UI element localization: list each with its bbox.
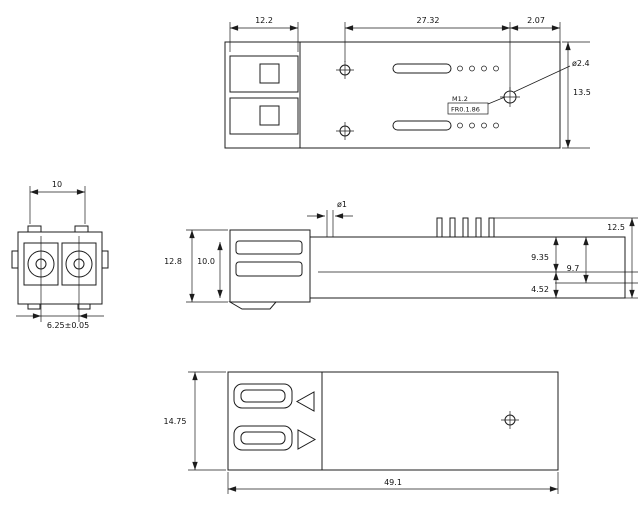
dim-front-width: 10: [29, 180, 86, 224]
connector-pins: [436, 217, 495, 238]
mounting-hole-lower: [336, 122, 354, 140]
dim-label-side-overall-height: 12.5: [607, 223, 625, 232]
front-view-outline: [11, 225, 109, 310]
dim-side-inner-height: 10.0: [197, 242, 223, 298]
dim-label-front-width: 12.2: [255, 16, 273, 25]
dim-label-pin-diameter: ø1: [337, 200, 347, 209]
dim-port-pitch: 6.25±0.05: [16, 313, 104, 330]
dim-label-front-width: 10: [52, 180, 62, 189]
dim-label-body-width: 13.5: [573, 88, 591, 97]
dim-top-front-width: 12.2: [229, 16, 299, 52]
latch-triangle-upper: [295, 391, 315, 412]
latch-triangle-lower: [297, 429, 317, 450]
dim-label-side-lower-height: 4.52: [531, 285, 549, 294]
screw-hole: [500, 87, 520, 107]
vent-slot-lower: [392, 120, 499, 131]
dim-pin-diameter: ø1: [307, 200, 353, 237]
vent-slot-upper: [392, 63, 499, 74]
dim-label-side-front-height: 12.8: [164, 257, 182, 266]
dim-label-edge-offset: 2.07: [527, 16, 545, 25]
side-view: ø1 12.8 10.0 9.35 9.7 4.52: [164, 200, 638, 310]
dim-label-port-pitch: 6.25±0.05: [47, 321, 89, 330]
dim-label-side-inner-height: 10.0: [197, 257, 215, 266]
dim-bottom-height: 14.75: [164, 371, 226, 471]
dim-label-hole-diameter: ø2.4: [572, 59, 590, 68]
dim-side-upper-height: 9.35: [531, 237, 559, 272]
callout-thread: M1.2 FR0.1.86: [447, 95, 506, 115]
dim-label-hole-span: 27.32: [417, 16, 440, 25]
dim-bottom-length: 49.1: [227, 472, 559, 494]
front-view: 10 6.25±0.05: [11, 180, 109, 330]
dim-top-hole-span: 27.32: [344, 16, 511, 90]
dim-label-side-mid-height: 9.7: [567, 264, 580, 273]
bottom-screw-hole: [501, 411, 519, 429]
dim-label-bottom-height: 14.75: [164, 417, 187, 426]
bottom-view-outline: [227, 371, 559, 471]
mounting-hole-upper: [336, 61, 354, 79]
dim-label-side-upper-height: 9.35: [531, 253, 549, 262]
thread-callout-label: M1.2: [452, 95, 468, 103]
fiber-port-right: [65, 236, 93, 322]
thread-note-label: FR0.1.86: [451, 106, 480, 114]
dim-top-edge-offset: 2.07: [509, 16, 561, 42]
dim-side-front-height: 12.8: [164, 229, 228, 303]
fiber-port-left: [27, 236, 55, 322]
dim-side-overall-height: 12.5: [494, 217, 638, 299]
top-view-outline: [224, 41, 561, 149]
callout-hole-diameter: ø2.4: [513, 59, 590, 93]
top-view: 12.2 27.32 2.07 13.5 ø2.4 M: [224, 16, 591, 149]
bottom-view: 14.75 49.1: [164, 371, 559, 494]
dim-label-bottom-length: 49.1: [384, 478, 402, 487]
dim-side-lower-height: 4.52: [531, 272, 559, 298]
dim-side-mid-height: 9.7: [567, 237, 589, 283]
dim-top-body-width: 13.5: [562, 41, 591, 149]
